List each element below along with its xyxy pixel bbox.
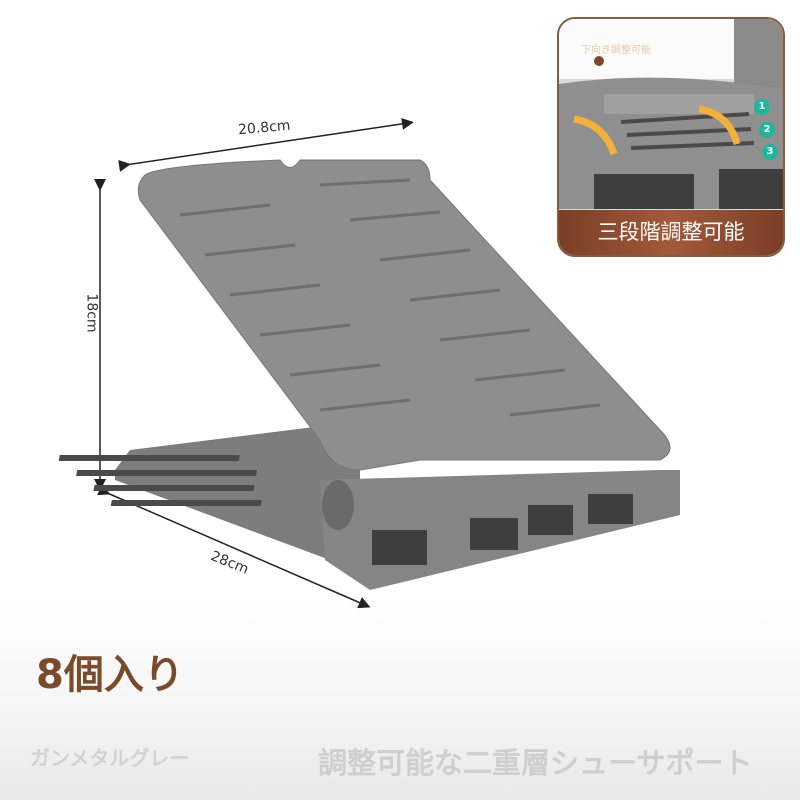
depth-dimension-line (97, 484, 371, 609)
color-label: ガンメタルグレー (30, 746, 190, 770)
inset-image (559, 19, 783, 209)
tagline: 調整可能な二重層シューサポート (318, 746, 753, 780)
incline-plate (137, 159, 671, 471)
step-1-badge: 1 (754, 99, 770, 115)
step-2-badge: 2 (759, 122, 775, 138)
step-3-badge: 3 (762, 144, 778, 160)
inset-faint-text: 下向き調整可能 (581, 45, 651, 56)
background-fade (0, 600, 800, 800)
inset-caption: 三段階調整可能 (559, 210, 783, 255)
adjustment-inset: 下向き調整可能 1 2 3 三段階調整可能 (557, 17, 785, 257)
quantity-label: 8個入り (36, 652, 184, 698)
height-label: 18cm (83, 293, 100, 333)
hinge-knob (322, 480, 354, 530)
width-dimension-line (118, 117, 414, 172)
